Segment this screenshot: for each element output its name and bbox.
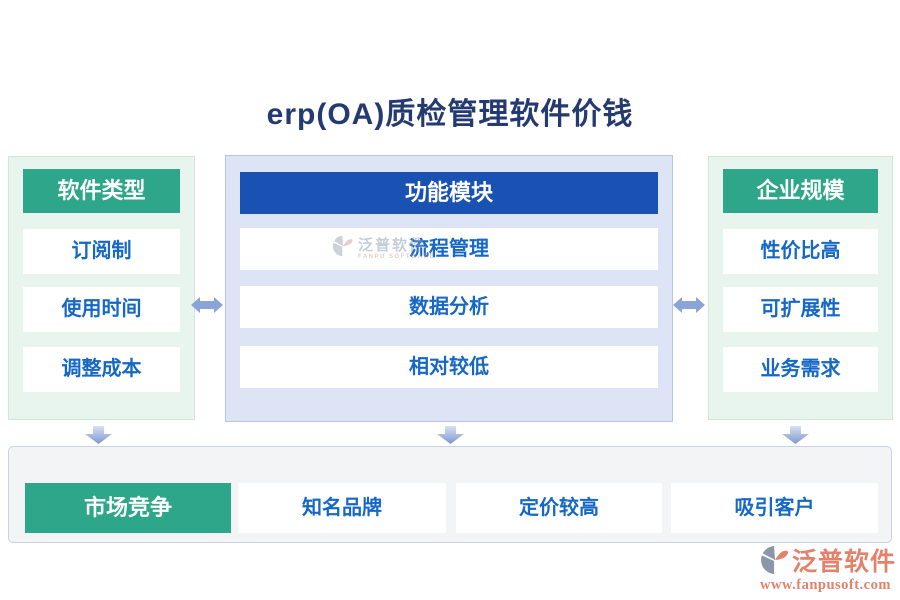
double-arrow-icon (191, 292, 223, 318)
header-software-type: 软件类型 (23, 169, 180, 213)
panel-enterprise-scale: 企业规模 性价比高 可扩展性 业务需求 (708, 156, 893, 420)
down-arrow-icon (437, 426, 464, 444)
fanpu-url-text: www.fanpusoft.com (760, 577, 891, 593)
page-title: erp(OA)质检管理软件价钱 (266, 98, 634, 131)
fanpu-logo: 泛普软件 www.fanpusoft.com (760, 545, 897, 594)
fanpu-brand-text: 泛普软件 (792, 548, 897, 576)
item-relatively-low: 相对较低 (240, 346, 658, 388)
down-arrow-icon (782, 426, 809, 444)
item-data-analysis: 数据分析 (240, 286, 658, 328)
item-famous-brand: 知名品牌 (238, 483, 446, 533)
item-adjust-cost: 调整成本 (23, 347, 180, 392)
item-process-management: 泛普软件 FANPU SOFTWARE 流程管理 (240, 228, 658, 270)
double-arrow-icon (673, 292, 705, 318)
watermark-logo-icon (332, 235, 354, 263)
panel-software-type: 软件类型 订阅制 使用时间 调整成本 (8, 156, 195, 420)
item-business-needs: 业务需求 (723, 347, 878, 392)
panel-market-competition: 市场竞争 知名品牌 定价较高 吸引客户 (8, 446, 892, 543)
watermark-logo: 泛普软件 FANPU SOFTWARE (332, 233, 435, 265)
watermark-brand-subtext: FANPU SOFTWARE (358, 253, 436, 260)
item-process-management-label: 流程管理 (409, 238, 489, 260)
item-higher-pricing: 定价较高 (456, 483, 662, 533)
item-cost-effective: 性价比高 (723, 229, 878, 274)
header-enterprise-scale: 企业规模 (723, 169, 878, 213)
panel-function-modules: 功能模块 泛普软件 FANPU SOFTWARE 流程管理 数据分析 相对较低 (225, 155, 673, 422)
watermark-brand-text: 泛普软件 (358, 236, 427, 254)
item-subscription: 订阅制 (23, 229, 180, 274)
down-arrow-icon (85, 426, 112, 444)
item-attract-customers: 吸引客户 (671, 483, 878, 533)
item-scalability: 可扩展性 (723, 287, 878, 332)
header-market-competition: 市场竞争 (25, 483, 231, 533)
item-usage-time: 使用时间 (23, 287, 180, 332)
header-function-modules: 功能模块 (240, 172, 658, 214)
fanpu-logo-icon (760, 545, 790, 580)
